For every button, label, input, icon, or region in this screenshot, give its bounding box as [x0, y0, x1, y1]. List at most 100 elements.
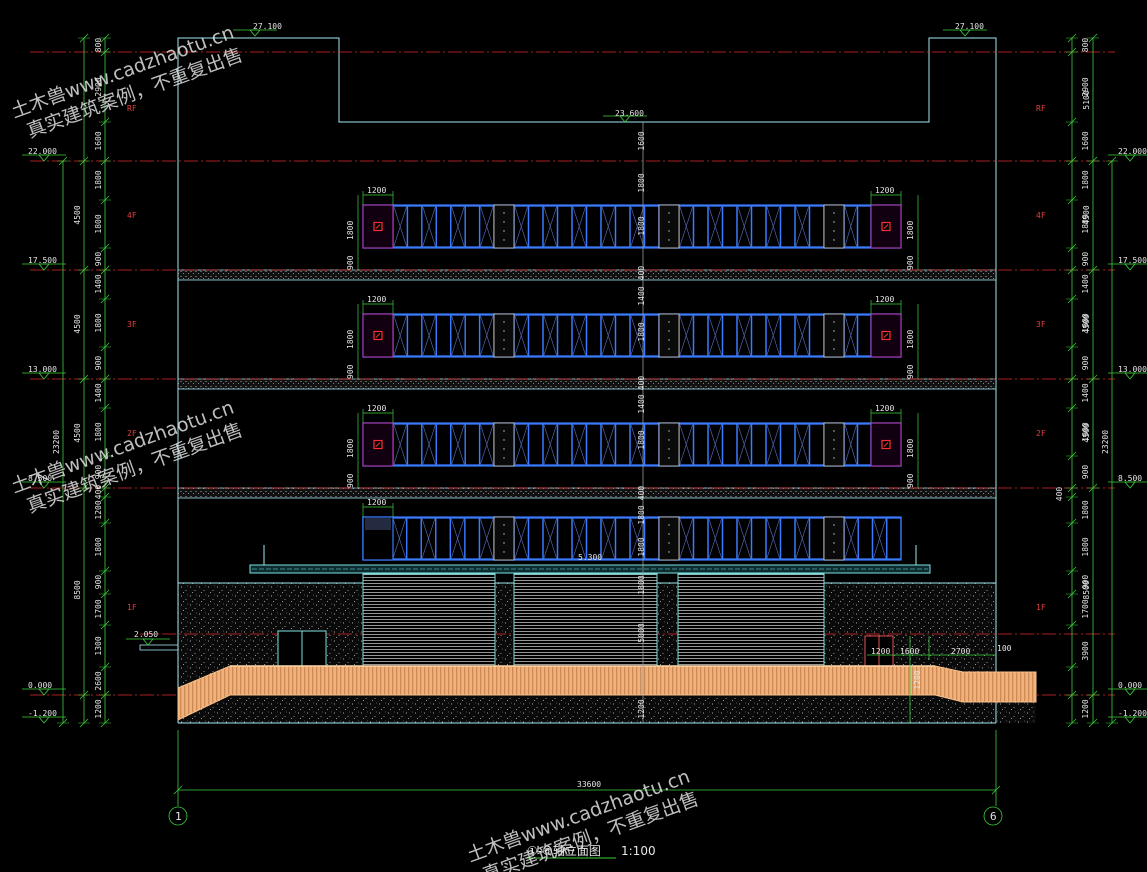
left-seg-6: 1400: [94, 274, 103, 293]
ramp-dimension: [867, 636, 996, 723]
right-group-4: 8500: [1082, 580, 1091, 599]
center-seg-10: 1800: [637, 505, 646, 524]
left-seg-5: 900: [94, 252, 103, 267]
bottom-dimension: [168, 730, 1003, 826]
floor-rf-right: RF: [1036, 104, 1046, 113]
center-seg-14: 1200: [637, 699, 646, 718]
window-height-3-1: 1800: [906, 439, 915, 458]
center-seg-9: 400: [637, 486, 646, 501]
center-seg-12: 1800: [637, 575, 646, 594]
window-height-1-1: 1800: [906, 221, 915, 240]
floor-3f-right: 3F: [1036, 320, 1046, 329]
left-seg-12: 400: [94, 485, 103, 500]
window-height-2-0: 1800: [346, 330, 355, 349]
left-group-3: 8500: [73, 580, 82, 599]
left-seg-10: 1800: [94, 422, 103, 441]
axis-6: 6: [990, 810, 997, 823]
elev-left-3: 8.500: [28, 474, 52, 483]
floor-rf-left: RF: [127, 104, 137, 113]
right-seg-0: 800: [1081, 38, 1090, 53]
center-seg-2: 1800: [637, 216, 646, 235]
right-group-0: 5100: [1082, 90, 1091, 109]
right-seg-11: 900: [1081, 465, 1090, 480]
dimension-texts: 800 2900 1600 1800 1800 900 1400 1800 900 1400 180…: [52, 38, 1110, 719]
right-seg-7: 1800: [1081, 313, 1090, 332]
left-seg-16: 1700: [94, 599, 103, 618]
window-width-left-4: 1200: [367, 498, 386, 507]
elev-left-1: 17.500: [28, 256, 57, 265]
left-seg-14: 1800: [94, 537, 103, 556]
axis-labels: 1 6: [175, 810, 997, 823]
ramp-dim-2: 2700: [951, 647, 970, 656]
elev-canopy: 5.300: [578, 553, 602, 562]
floor-1f-left: 1F: [127, 603, 137, 612]
center-seg-13: 5000: [637, 623, 646, 642]
right-seg-6: 1400: [1081, 274, 1090, 293]
floor-2f-right: 2F: [1036, 429, 1046, 438]
window-sill-1-0: 900: [346, 255, 355, 270]
axis-1: 1: [175, 810, 182, 823]
window-sill-3-1: 900: [906, 473, 915, 488]
right-seg-5: 900: [1081, 252, 1090, 267]
left-seg-4: 1800: [94, 214, 103, 233]
elevation-markers: [22, 29, 1147, 724]
left-group-0: 4500: [73, 205, 82, 224]
right-seg-8: 900: [1081, 356, 1090, 371]
center-seg-7: 1400: [637, 394, 646, 413]
elev-right-4: 0.000: [1118, 681, 1142, 690]
ramp-dim-3: 100: [997, 644, 1012, 653]
left-seg-1: 2900: [94, 77, 103, 96]
left-ticks: [57, 33, 111, 728]
left-seg-13: 1200: [94, 500, 103, 519]
elev-top-left: 27.100: [253, 22, 282, 31]
right-seg-13: 1800: [1081, 537, 1090, 556]
right-seg-12: 1800: [1081, 500, 1090, 519]
left-seg-0: 800: [94, 38, 103, 53]
floor-1f-right: 1F: [1036, 603, 1046, 612]
center-seg-4: 1400: [637, 286, 646, 305]
right-seg-1: 2900: [1081, 77, 1090, 96]
window-height-2-1: 1800: [906, 330, 915, 349]
floor-2f-left: 2F: [127, 429, 137, 438]
elev-left-6: -1.200: [28, 709, 57, 718]
window-height-1-0: 1800: [346, 221, 355, 240]
left-seg-8: 900: [94, 356, 103, 371]
left-seg-9: 1400: [94, 383, 103, 402]
left-seg-3: 1800: [94, 170, 103, 189]
floor-3f-left: 3F: [127, 320, 137, 329]
right-seg-16: 3900: [1081, 641, 1090, 660]
elev-top-right: 27.100: [955, 22, 984, 31]
elevation-labels: 27.100 27.100 23.600 22.000 17.500 13.00…: [28, 22, 1147, 718]
elev-left-0: 22.000: [28, 147, 57, 156]
window-sill-2-0: 900: [346, 364, 355, 379]
left-seg-7: 1800: [94, 313, 103, 332]
window-sill-2-1: 900: [906, 364, 915, 379]
left-seg-2: 1600: [94, 131, 103, 150]
right-seg-2: 1600: [1081, 131, 1090, 150]
right-small-400: 400: [1055, 487, 1064, 502]
left-seg-17: 1300: [94, 636, 103, 655]
window-width-left-3: 1200: [367, 404, 386, 413]
left-seg-11: 900: [94, 465, 103, 480]
right-seg-17: 1200: [1081, 699, 1090, 718]
elev-right-3: 8.500: [1118, 474, 1142, 483]
right-seg-9: 1400: [1081, 383, 1090, 402]
title-text: ①-⑥轴立面图: [527, 843, 601, 858]
right-seg-15: 1700: [1081, 599, 1090, 618]
right-seg-3: 1800: [1081, 170, 1090, 189]
center-seg-0: 1600: [637, 131, 646, 150]
right-seg-10: 1800: [1081, 422, 1090, 441]
total-width: 33600: [577, 780, 601, 789]
window-band-4: 1200: [362, 498, 902, 561]
center-seg-6: 400: [637, 376, 646, 391]
center-seg-3: 400: [637, 266, 646, 281]
right-group-3: 4500: [1082, 423, 1091, 442]
ramp-vertical: 1200: [913, 670, 922, 689]
right-group-1: 4500: [1082, 205, 1091, 224]
window-height-3-0: 1800: [346, 439, 355, 458]
center-seg-11: 1800: [637, 537, 646, 556]
